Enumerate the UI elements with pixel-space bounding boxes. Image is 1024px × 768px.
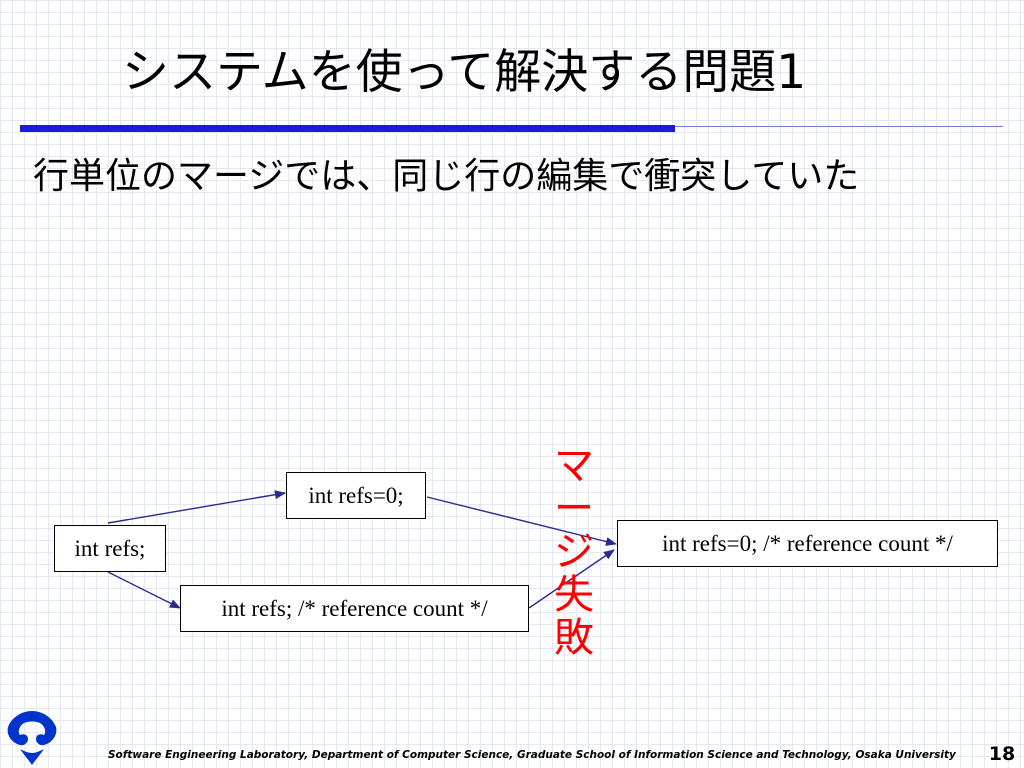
page-number: 18: [988, 743, 1016, 765]
node-base-version: int refs;: [54, 525, 166, 572]
merge-fail-char: 敗: [554, 615, 594, 661]
footer-affiliation: Software Engineering Laboratory, Departm…: [108, 749, 956, 761]
slide-title: システムを使って解決する問題1: [122, 45, 807, 100]
title-underline-thin: [675, 126, 1003, 127]
arrow-bottom-to-result: [528, 549, 615, 609]
merge-fail-char: 失: [554, 572, 594, 618]
university-logo-icon: [7, 711, 57, 765]
title-underline: [20, 125, 675, 132]
node-edit-top: int refs=0;: [286, 472, 426, 519]
arrow-top-to-result: [426, 496, 618, 546]
arrow-base-to-top: [107, 490, 287, 524]
merge-fail-char: ー: [554, 486, 594, 532]
slide-subtitle: 行単位のマージでは、同じ行の編集で衝突していた: [33, 156, 860, 197]
arrow-base-to-bottom: [107, 571, 182, 609]
merge-fail-char: ジ: [554, 529, 594, 575]
merge-fail-label: マ ー ジ 失 敗: [549, 445, 599, 660]
merge-fail-char: マ: [554, 443, 594, 489]
node-edit-bottom: int refs; /* reference count */: [180, 585, 529, 632]
node-merge-result: int refs=0; /* reference count */: [617, 520, 998, 567]
